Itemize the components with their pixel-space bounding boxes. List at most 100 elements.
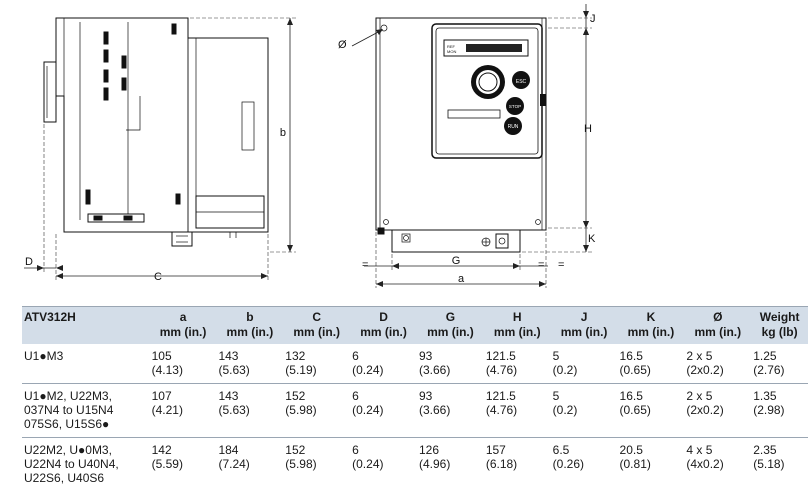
imperial-value: (0.81) [619, 457, 651, 471]
column-header-label: ATV312H [24, 310, 76, 324]
imperial-value: (4.76) [485, 363, 518, 377]
metric-value: 2.35 [753, 443, 777, 457]
imperial-value: (4.76) [485, 403, 518, 417]
column-header-label: J [580, 310, 588, 324]
dim-label-j: J [590, 13, 596, 25]
value-cell-d: 6(0.24) [350, 437, 417, 491]
model-cell: U1●M3 [24, 349, 64, 363]
value-cell-dia: 2 x 5(2x0.2) [684, 344, 751, 384]
column-header-unit: mm (in.) [226, 325, 274, 339]
column-header-label: H [512, 310, 522, 324]
dim-label-g: G [452, 255, 461, 267]
metric-value: 2 x 5 [686, 349, 713, 363]
metric-value: 6 [352, 443, 359, 457]
dim-label-a: a [458, 273, 465, 285]
dim-label-d: D [25, 256, 33, 268]
value-cell-g: 126(4.96) [416, 437, 484, 491]
imperial-value: (0.24) [352, 403, 384, 417]
svg-text:ESC: ESC [516, 79, 527, 85]
column-header-label: Weight [759, 310, 800, 324]
value-cell-w: 2.35(5.18) [751, 437, 808, 491]
imperial-value: (5.59) [151, 457, 183, 471]
metric-value: 142 [151, 443, 172, 457]
value-cell-b: 143(5.63) [216, 383, 284, 438]
imperial-value: (4.13) [151, 363, 183, 377]
metric-value: 1.25 [753, 349, 777, 363]
model-cell: U1●M2, U22M3, 037N4 to U15N4 075S6, U15S… [22, 383, 150, 438]
column-header-label: b [246, 310, 254, 324]
value-cell-c: 152(5.98) [283, 437, 351, 491]
metric-value: 184 [218, 443, 239, 457]
svg-text:REF: REF [447, 44, 456, 49]
imperial-value: (4.96) [418, 457, 451, 471]
imperial-value: (0.26) [552, 457, 585, 471]
value-cell-g: 93(3.66) [417, 344, 484, 384]
dim-label-equal: = [538, 259, 544, 271]
imperial-value: (5.63) [218, 363, 250, 377]
imperial-value: (0.65) [619, 363, 651, 377]
dim-label-k: K [588, 233, 596, 245]
front-view: REF MON ESC STOP RUN [338, 4, 596, 288]
imperial-value: (6.18) [485, 457, 518, 471]
value-cell-a: 107(4.21) [149, 383, 217, 438]
metric-value: 16.5 [619, 349, 643, 363]
value-cell-dia: 2 x 5(2x0.2) [684, 383, 752, 438]
metric-value: 152 [285, 443, 306, 457]
dim-label-b: b [280, 127, 286, 139]
metric-value: 126 [418, 443, 440, 457]
value-cell-b: 143(5.63) [216, 344, 283, 384]
value-cell-d: 6(0.24) [350, 344, 417, 384]
value-cell-w: 1.25(2.76) [751, 344, 808, 384]
imperial-value: (7.24) [218, 457, 250, 471]
metric-value: 6 [352, 349, 359, 363]
column-header-unit: mm (in.) [427, 325, 474, 339]
column-header-label: K [646, 310, 656, 324]
column-header-unit: mm (in.) [159, 325, 207, 339]
imperial-value: (3.66) [418, 403, 451, 417]
imperial-value: (5.98) [285, 403, 317, 417]
value-cell-g: 93(3.66) [416, 383, 484, 438]
dim-label-equal: = [362, 259, 368, 271]
imperial-value: (4x0.2) [686, 457, 724, 471]
value-cell-a: 142(5.59) [149, 437, 217, 491]
side-view: b C D [24, 17, 296, 283]
metric-value: 16.5 [619, 389, 643, 403]
imperial-value: (0.24) [352, 363, 384, 377]
value-cell-d: 6(0.24) [350, 383, 417, 438]
metric-value: 6 [352, 389, 359, 403]
imperial-value: (0.2) [552, 403, 578, 417]
metric-value: 1.35 [753, 389, 777, 403]
value-cell-b: 184(7.24) [216, 437, 284, 491]
imperial-value: (5.98) [285, 457, 317, 471]
column-header-unit: mm (in.) [627, 325, 675, 339]
imperial-value: (5.18) [753, 457, 785, 471]
metric-value: 6.5 [552, 443, 570, 457]
imperial-value: (0.2) [552, 363, 578, 377]
column-header-model: ATV312H [22, 306, 150, 344]
value-cell-c: 152(5.98) [283, 383, 351, 438]
value-cell-j: 5(0.2) [551, 344, 618, 384]
metric-value: 5 [552, 349, 560, 363]
table-row: U22M2, U●0M3, U22N4 to U40N4, U22S6, U40… [22, 437, 808, 491]
value-cell-k: 20.5(0.81) [617, 437, 685, 491]
imperial-value: (0.65) [619, 403, 651, 417]
dim-label-diameter: Ø [338, 39, 347, 51]
value-cell-a: 105(4.13) [150, 344, 217, 384]
value-cell-k: 16.5(0.65) [618, 344, 685, 384]
value-cell-j: 5(0.2) [550, 383, 618, 438]
column-header-label: D [379, 310, 388, 324]
svg-text:RUN: RUN [508, 124, 519, 130]
table-row: U1●M2, U22M3, 037N4 to U15N4 075S6, U15S… [22, 383, 808, 438]
column-header-unit: mm (in.) [694, 325, 742, 339]
metric-value: 105 [151, 349, 172, 363]
column-header-unit: kg (lb) [761, 325, 798, 339]
value-cell-k: 16.5(0.65) [617, 383, 685, 438]
